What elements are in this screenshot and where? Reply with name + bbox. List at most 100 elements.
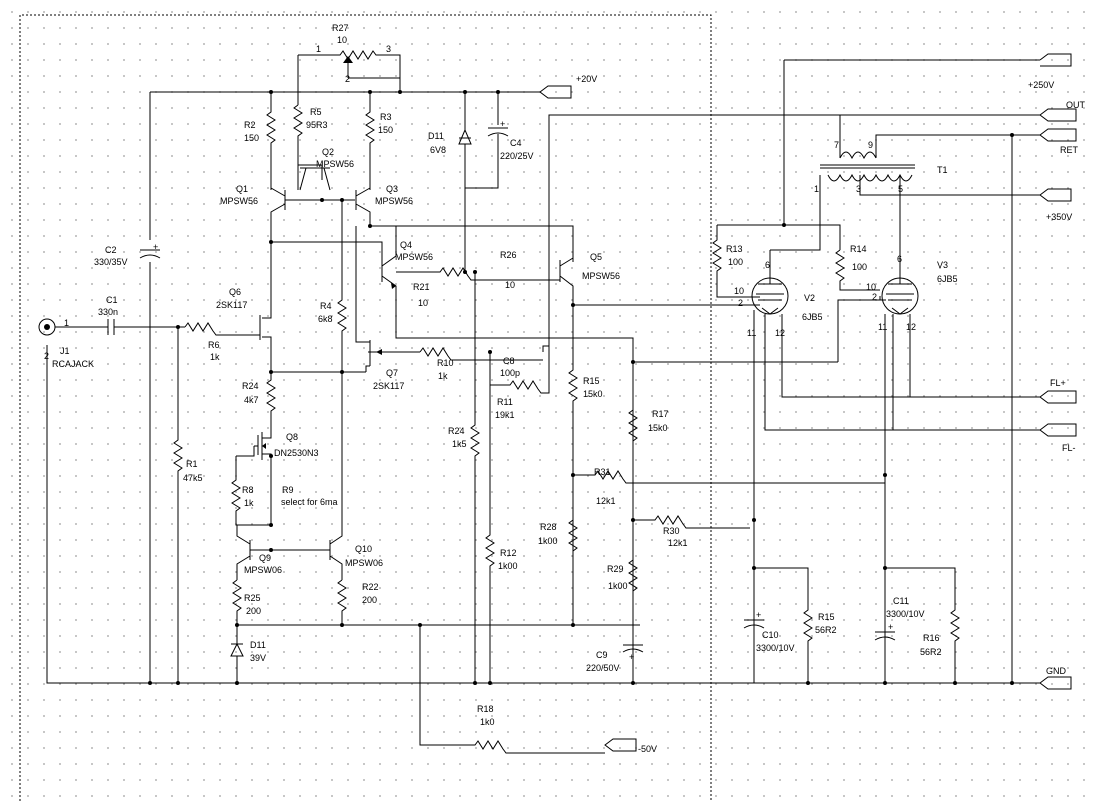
label-r24a-value: 4k7 — [244, 395, 259, 405]
label-r21-value: 10 — [418, 298, 428, 308]
label-r30-ref: R30 — [663, 526, 680, 536]
label-q2-value: MPSW56 — [316, 159, 354, 169]
label-q10-value: MPSW06 — [345, 558, 383, 568]
trimmer-r27 — [297, 50, 401, 105]
label-r27-pin2: 2 — [345, 74, 350, 84]
label-r22-value: 200 — [362, 595, 377, 605]
label-v2-ref: V2 — [804, 293, 815, 303]
feedback-out — [489, 114, 1040, 394]
transistor-q5 — [559, 226, 754, 306]
resistor-r4 — [337, 200, 347, 372]
plus-mark-c4: + — [500, 119, 505, 129]
label-r25-ref: R25 — [244, 593, 261, 603]
resistor-r24a — [266, 372, 276, 430]
capacitor-c8 — [542, 345, 550, 358]
transistor-q9 — [236, 525, 330, 580]
label-q7-value: 2SK117 — [373, 381, 404, 391]
transistor-q4 — [271, 226, 634, 683]
label-r1-ref: R1 — [186, 459, 198, 469]
label-r24b-value: 1k5 — [452, 439, 467, 449]
label-r27-pin1: 1 — [316, 44, 321, 54]
port-p350v: +350V — [1046, 212, 1072, 222]
port-m50v-shape — [604, 738, 637, 752]
label-q5-ref: Q5 — [590, 252, 602, 262]
label-r25-value: 200 — [246, 606, 261, 616]
filament-ports-shape — [1039, 390, 1077, 437]
label-q9-ref: Q9 — [259, 553, 271, 563]
label-q3-value: MPSW56 — [375, 196, 413, 206]
label-r15a-ref: R15 — [583, 376, 600, 386]
label-v3-pin11: 11 — [878, 322, 887, 332]
transistor-q2 — [299, 167, 331, 191]
label-r10-ref: R10 — [437, 358, 454, 368]
label-r16-value: 56R2 — [920, 647, 942, 657]
label-r28-value: 1k00 — [538, 536, 558, 546]
capacitor-c4 — [465, 92, 509, 189]
rail-plus20v — [149, 85, 572, 683]
label-r10-value: 1k — [438, 371, 448, 381]
mosfet-q8 — [236, 430, 272, 480]
label-c1-value: 330n — [98, 307, 118, 317]
label-r17-ref: R17 — [652, 409, 669, 419]
port-flm: FL- — [1062, 443, 1076, 453]
resistor-r12 — [485, 385, 495, 683]
label-c1-ref: C1 — [106, 295, 118, 305]
label-r14-ref: R14 — [850, 244, 867, 254]
label-q7-ref: Q7 — [386, 368, 398, 378]
label-c2-value: 330/35V — [94, 257, 128, 267]
label-r4-ref: R4 — [320, 301, 332, 311]
port-p20v: +20V — [576, 74, 597, 84]
port-p250v-shape — [1039, 53, 1072, 67]
label-v3-pin12: 12 — [906, 322, 916, 332]
port-gnd: GND — [1046, 666, 1067, 676]
resistor-r5 — [293, 104, 323, 190]
resistor-r22 — [337, 579, 347, 625]
label-d11a-ref: D11 — [428, 131, 444, 141]
label-c8-ref: C8 — [503, 356, 515, 366]
resistor-r8 — [231, 456, 272, 526]
label-q8-value: DN2530N3 — [274, 448, 319, 458]
label-q1-value: MPSW56 — [220, 196, 258, 206]
label-q10-ref: Q10 — [355, 544, 372, 554]
label-v2-pin10: 10 — [734, 286, 744, 296]
label-r31-value: 12k1 — [596, 496, 616, 506]
label-c8-value: 100p — [500, 368, 520, 378]
resistor-r3 — [365, 92, 375, 190]
label-r21-ref: R21 — [413, 282, 430, 292]
rca-jack-j1 — [38, 318, 108, 336]
resistor-r1 — [173, 327, 183, 683]
label-q5-value: MPSW56 — [582, 271, 620, 281]
label-r22-ref: R22 — [362, 582, 379, 592]
label-r4-value: 6k8 — [318, 314, 333, 324]
resistor-r29 — [628, 559, 638, 592]
label-q4-value: MPSW56 — [395, 252, 433, 262]
label-d11a-value: 6V8 — [430, 145, 446, 155]
jfet-q7 — [355, 226, 420, 372]
label-r27-value: 10 — [337, 35, 347, 45]
resistor-r10 — [419, 347, 543, 361]
label-r12-value: 1k00 — [498, 561, 518, 571]
label-t1-pin5: 5 — [898, 184, 903, 194]
resistor-r24b — [470, 272, 480, 683]
label-r8-value: 1k — [244, 498, 254, 508]
port-ret: RET — [1060, 145, 1079, 155]
label-r28-ref: R28 — [540, 522, 557, 532]
label-c9-ref: C9 — [596, 650, 608, 660]
label-c2-ref: C2 — [105, 245, 117, 255]
label-q6-value: 2SK117 — [216, 300, 247, 310]
label-r11-value: 19k1 — [495, 410, 515, 420]
label-j1-ref: J1 — [60, 346, 70, 356]
capacitor-c11 — [874, 631, 896, 641]
label-t1-ref: T1 — [937, 165, 948, 175]
label-v3-value: 6JB5 — [937, 274, 958, 284]
label-r5-ref: R5 — [310, 107, 322, 117]
resistor-r2 — [266, 92, 276, 190]
resistor-r15b — [754, 567, 813, 683]
plus-mark-c9: + — [629, 652, 634, 662]
label-r15b-ref: R15 — [818, 612, 835, 622]
label-t1-pin1: 1 — [814, 184, 819, 194]
label-r15a-value: 15k0 — [583, 389, 603, 399]
resistor-r6 — [184, 322, 260, 336]
resistor-r30 — [633, 515, 750, 529]
label-v2-value: 6JB5 — [802, 312, 823, 322]
